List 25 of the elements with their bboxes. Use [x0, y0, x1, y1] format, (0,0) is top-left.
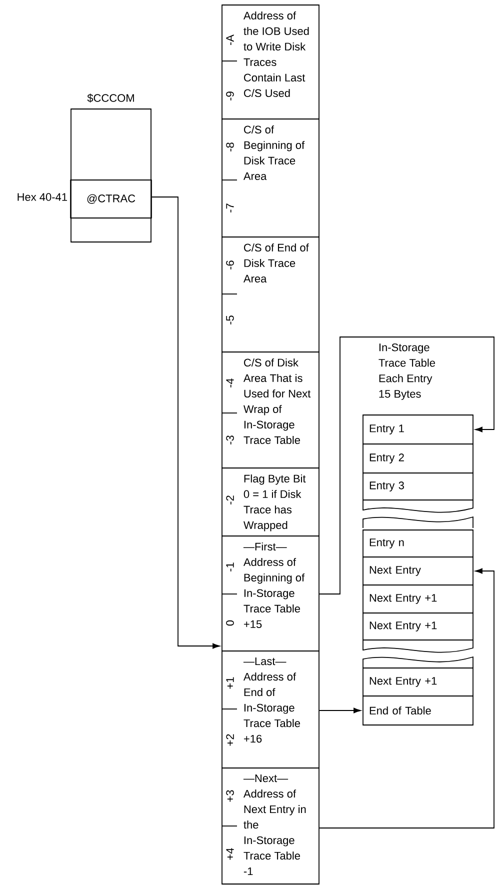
table-entry: Entry n	[362, 530, 474, 558]
field-cell: @CTRAC	[70, 180, 152, 218]
table-heading: In-Storage Trace Table Each Entry 15 Bytes	[378, 343, 436, 400]
table-entry: Entry 3	[362, 472, 474, 500]
arrow	[319, 336, 494, 594]
memory-cell: -A -9 Address of the IOB Used to Write Disk Traces Contain Last C/S Used	[222, 4, 320, 120]
table-entry: Next Entry +1	[362, 668, 474, 696]
offset-label: Hex 40-41	[18, 193, 67, 201]
table-entry: Entry 1	[362, 414, 474, 444]
table-entry: Next Entry +1	[362, 612, 474, 640]
arrow	[319, 708, 361, 714]
table-entry: Next Entry +1	[362, 584, 474, 614]
memory-cell: +3 +4 —Next— Address of Next Entry in the In-Storage Trace Table -1	[222, 768, 320, 884]
memory-cell: +1 +2 —Last— Address of End of In-Storage Trace Table +16	[222, 650, 320, 768]
memory-cell: -6 -5 C/S of End of Disk Trace Area	[222, 236, 320, 352]
table-entry: End of Table	[362, 696, 474, 726]
node-label: $CCCOM	[87, 94, 134, 103]
arrow	[319, 568, 494, 828]
memory-cell: -2 Flag Byte Bit 0 = 1 if Disk Trace has Wrapped	[222, 468, 320, 536]
memory-cell: -8 -7 C/S of Beginning of Disk Trace Area	[222, 118, 320, 238]
table-entry: Entry 2	[362, 444, 474, 474]
memory-cell: -1 0 —First— Address of Beginning of In-Storage Trace Table +15	[222, 536, 320, 652]
memory-cell: -4 -3 C/S of Disk Area That is Used for Next Wrap of In-Storage Trace Table	[222, 352, 320, 468]
arrow	[151, 196, 220, 649]
table-entry: Next Entry	[362, 556, 474, 586]
